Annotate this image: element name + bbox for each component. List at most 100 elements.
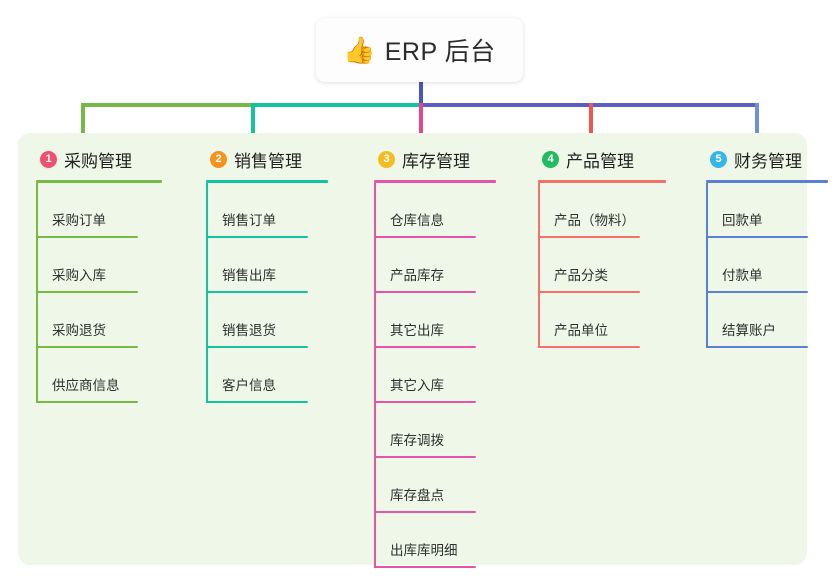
column-badge-1: 1 [40, 150, 57, 168]
list-item[interactable]: 产品单位 [520, 293, 666, 348]
list-item-label: 产品库存 [390, 268, 444, 283]
list-item-label: 销售退货 [222, 323, 276, 338]
list-item[interactable]: 产品库存 [356, 238, 496, 293]
list-item-label: 其它出库 [390, 323, 444, 338]
list-item-label: 付款单 [722, 268, 763, 283]
column-badge-2: 2 [210, 150, 227, 168]
column-underline [538, 180, 666, 183]
column-header-3[interactable]: 3 库存管理 [356, 145, 496, 173]
list-item[interactable]: 采购入库 [18, 238, 162, 293]
column-1: 1 采购管理采购订单采购入库采购退货供应商信息 [18, 145, 162, 403]
column-badge-4: 4 [542, 150, 559, 168]
column-header-2[interactable]: 2 销售管理 [188, 145, 328, 173]
list-item-underline [538, 291, 640, 293]
column-connector-4 [589, 103, 593, 135]
connector-bar-green [81, 103, 251, 107]
list-item-underline [374, 566, 476, 568]
column-2: 2 销售管理销售订单销售出库销售退货客户信息 [188, 145, 328, 403]
list-item-label: 其它入库 [390, 378, 444, 393]
root-node[interactable]: 👍 ERP 后台 [316, 18, 523, 82]
list-item[interactable]: 出库库明细 [356, 513, 496, 568]
list-item[interactable]: 仓库信息 [356, 183, 496, 238]
list-item[interactable]: 其它入库 [356, 348, 496, 403]
list-item-underline [206, 236, 308, 238]
list-item[interactable]: 库存盘点 [356, 458, 496, 513]
list-item[interactable]: 结算账户 [688, 293, 828, 348]
diagram-panel [18, 133, 807, 565]
list-item-underline [36, 401, 138, 403]
column-header-4[interactable]: 4 产品管理 [520, 145, 666, 173]
thumbs-up-icon: 👍 [343, 35, 376, 65]
list-item[interactable]: 回款单 [688, 183, 828, 238]
column-connector-5 [755, 103, 759, 135]
list-item-underline [206, 291, 308, 293]
list-item[interactable]: 产品分类 [520, 238, 666, 293]
column-spine [374, 183, 376, 568]
column-3: 3 库存管理仓库信息产品库存其它出库其它入库库存调拨库存盘点出库库明细 [356, 145, 496, 568]
list-item-label: 产品（物料） [554, 213, 635, 228]
column-connector-2 [251, 103, 255, 135]
column-spine [538, 183, 540, 348]
column-4: 4 产品管理产品（物料） 产品分类产品单位 [520, 145, 666, 348]
column-header-1[interactable]: 1 采购管理 [18, 145, 162, 173]
list-item[interactable]: 其它出库 [356, 293, 496, 348]
list-item-label: 销售出库 [222, 268, 276, 283]
list-item-label: 库存盘点 [390, 488, 444, 503]
list-item-label: 结算账户 [722, 323, 776, 338]
column-spine [206, 183, 208, 403]
column-title: 库存管理 [402, 151, 470, 171]
column-underline [374, 180, 496, 183]
list-item-label: 供应商信息 [52, 378, 120, 393]
list-item-label: 客户信息 [222, 378, 276, 393]
column-items: 回款单付款单结算账户 [688, 183, 828, 348]
list-item-underline [706, 346, 808, 348]
column-title: 财务管理 [734, 151, 802, 171]
list-item-label: 产品单位 [554, 323, 608, 338]
column-badge-3: 3 [378, 150, 395, 168]
list-item-underline [36, 236, 138, 238]
list-item-underline [706, 291, 808, 293]
list-item-underline [36, 346, 138, 348]
list-item-label: 采购入库 [52, 268, 106, 283]
list-item-underline [374, 346, 476, 348]
list-item-label: 仓库信息 [390, 213, 444, 228]
list-item[interactable]: 付款单 [688, 238, 828, 293]
list-item-underline [374, 236, 476, 238]
list-item[interactable]: 销售出库 [188, 238, 328, 293]
list-item-underline [374, 456, 476, 458]
list-item-label: 销售订单 [222, 213, 276, 228]
connector-bar-teal [251, 103, 419, 107]
column-spine [706, 183, 708, 348]
column-connector-1 [81, 103, 85, 135]
list-item[interactable]: 客户信息 [188, 348, 328, 403]
column-spine [36, 183, 38, 403]
column-items: 仓库信息产品库存其它出库其它入库库存调拨库存盘点出库库明细 [356, 183, 496, 568]
column-underline [706, 180, 828, 183]
list-item-underline [706, 236, 808, 238]
list-item-label: 采购退货 [52, 323, 106, 338]
column-title: 产品管理 [566, 151, 634, 171]
root-connector-line [419, 82, 423, 105]
list-item[interactable]: 库存调拨 [356, 403, 496, 458]
list-item-label: 采购订单 [52, 213, 106, 228]
list-item[interactable]: 销售退货 [188, 293, 328, 348]
list-item[interactable]: 采购退货 [18, 293, 162, 348]
list-item-underline [206, 346, 308, 348]
list-item-label: 产品分类 [554, 268, 608, 283]
list-item[interactable]: 供应商信息 [18, 348, 162, 403]
column-underline [206, 180, 328, 183]
column-title: 销售管理 [234, 151, 302, 171]
column-items: 采购订单采购入库采购退货供应商信息 [18, 183, 162, 403]
column-title: 采购管理 [64, 151, 132, 171]
list-item[interactable]: 产品（物料） [520, 183, 666, 238]
list-item-label: 回款单 [722, 213, 763, 228]
connector-bar-blue [419, 103, 758, 107]
column-items: 销售订单销售出库销售退货客户信息 [188, 183, 328, 403]
root-node-title: ERP 后台 [384, 38, 496, 66]
list-item[interactable]: 采购订单 [18, 183, 162, 238]
list-item[interactable]: 销售订单 [188, 183, 328, 238]
column-items: 产品（物料） 产品分类产品单位 [520, 183, 666, 348]
